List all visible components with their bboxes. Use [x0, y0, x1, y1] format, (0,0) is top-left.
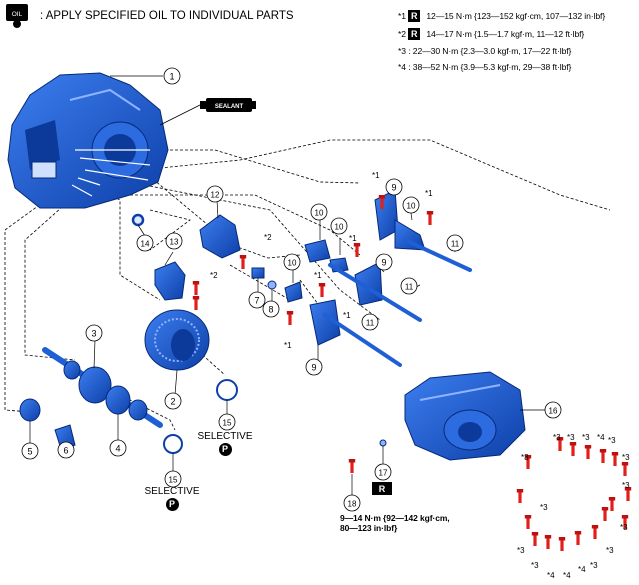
mark-3-b: *3 [540, 503, 548, 512]
shim-15-upper [216, 379, 238, 401]
bolt-18 [348, 459, 356, 473]
mark-3-f: *3 [608, 436, 616, 445]
callout-10a: 10 [315, 209, 324, 218]
shim-15-lower [163, 434, 183, 454]
mark-3-i: *3 [620, 523, 628, 532]
mark-3-l: *3 [517, 546, 525, 555]
callout-11a: 11 [405, 283, 414, 292]
callout-9a: 9 [391, 183, 396, 193]
transaxle-case [7, 72, 169, 209]
sealant-tube-icon: SEALANT [159, 98, 256, 126]
differential [144, 309, 210, 371]
callout-1: 1 [169, 72, 174, 82]
callout-8: 8 [268, 305, 273, 315]
shift-bracket-12 [199, 214, 241, 259]
mark-1-b: *1 [425, 189, 433, 198]
torque-spec-3: *3 : 22—30 N·m {2.3—3.0 kgf·m, 17—22 ft·… [398, 46, 572, 56]
callout-16: 16 [549, 407, 558, 416]
callout-2: 2 [170, 397, 175, 407]
mark-2-b: *2 [210, 271, 218, 280]
mark-4-d: *4 [578, 565, 586, 574]
mark-3-m: *3 [531, 561, 539, 570]
torque-spec-4: *4 : 38—52 N·m {3.9—5.3 kgf·m, 29—38 ft·… [398, 62, 572, 72]
mark-4-a: *4 [597, 433, 605, 442]
callout-11b: 11 [451, 240, 460, 249]
mark-3-c: *3 [553, 433, 561, 442]
callout-13: 13 [170, 238, 179, 247]
mark-3-h: *3 [622, 481, 630, 490]
callout-11c: 11 [366, 319, 375, 328]
callout-6: 6 [63, 446, 68, 456]
mark-3-d: *3 [567, 433, 575, 442]
part-7 [251, 267, 265, 279]
mark-3-g: *3 [622, 453, 630, 462]
callout-4: 4 [115, 444, 120, 454]
callout-17: 17 [379, 469, 388, 478]
svg-text:OIL: OIL [12, 11, 23, 18]
mark-1-a: *1 [372, 171, 380, 180]
callout-5: 5 [27, 447, 32, 457]
bolt-18-spec: 9—14 N·m {92—142 kgf·cm, 80—123 in·lbf} [340, 513, 450, 533]
selective-label-lower: SELECTIVE P [144, 486, 200, 511]
housing-bolts [516, 437, 632, 551]
p-badge-icon: P [218, 443, 232, 456]
mark-3-e: *3 [582, 433, 590, 442]
primary-shaft [42, 347, 163, 428]
r-badge-17 [372, 482, 392, 495]
callout-10c: 10 [288, 259, 297, 268]
callout-18: 18 [348, 500, 357, 509]
callout-circles [21, 67, 562, 512]
callout-15a: 15 [223, 419, 232, 428]
p-badge-icon: P [165, 498, 179, 511]
part-17 [379, 439, 387, 447]
svg-text:SEALANT: SEALANT [215, 104, 244, 110]
mark-4-c: *4 [563, 571, 571, 580]
callout-7: 7 [254, 296, 259, 306]
oil-note: : APPLY SPECIFIED OIL TO INDIVIDUAL PART… [40, 10, 294, 22]
callout-9c: 9 [311, 363, 316, 373]
clutch-housing [404, 371, 526, 461]
mark-4-b: *4 [547, 571, 555, 580]
mark-1-d: *1 [314, 271, 322, 280]
gear-5 [19, 398, 41, 422]
callout-10d: 10 [407, 202, 416, 211]
callout-15b: 15 [169, 476, 178, 485]
mark-2-a: *2 [264, 233, 272, 242]
callout-10b: 10 [335, 223, 344, 232]
mark-3-k: *3 [590, 561, 598, 570]
selective-label-upper: SELECTIVE P [197, 431, 253, 456]
callout-9b: 9 [381, 258, 386, 268]
callout-12: 12 [211, 191, 220, 200]
oil-can-icon: OIL [6, 4, 28, 28]
o-ring-14 [131, 213, 145, 227]
mark-3-a: *3 [521, 453, 529, 462]
callout-3: 3 [91, 329, 96, 339]
svg-text:R: R [379, 484, 386, 494]
shift-forks [284, 189, 426, 346]
mark-3-j: *3 [606, 546, 614, 555]
shift-rods [323, 238, 472, 367]
callout-14: 14 [141, 240, 150, 249]
part-8 [267, 280, 277, 290]
mark-1-f: *1 [284, 341, 292, 350]
mark-1-e: *1 [343, 311, 351, 320]
shift-bracket-13 [154, 261, 186, 301]
mark-1-c: *1 [349, 234, 357, 243]
